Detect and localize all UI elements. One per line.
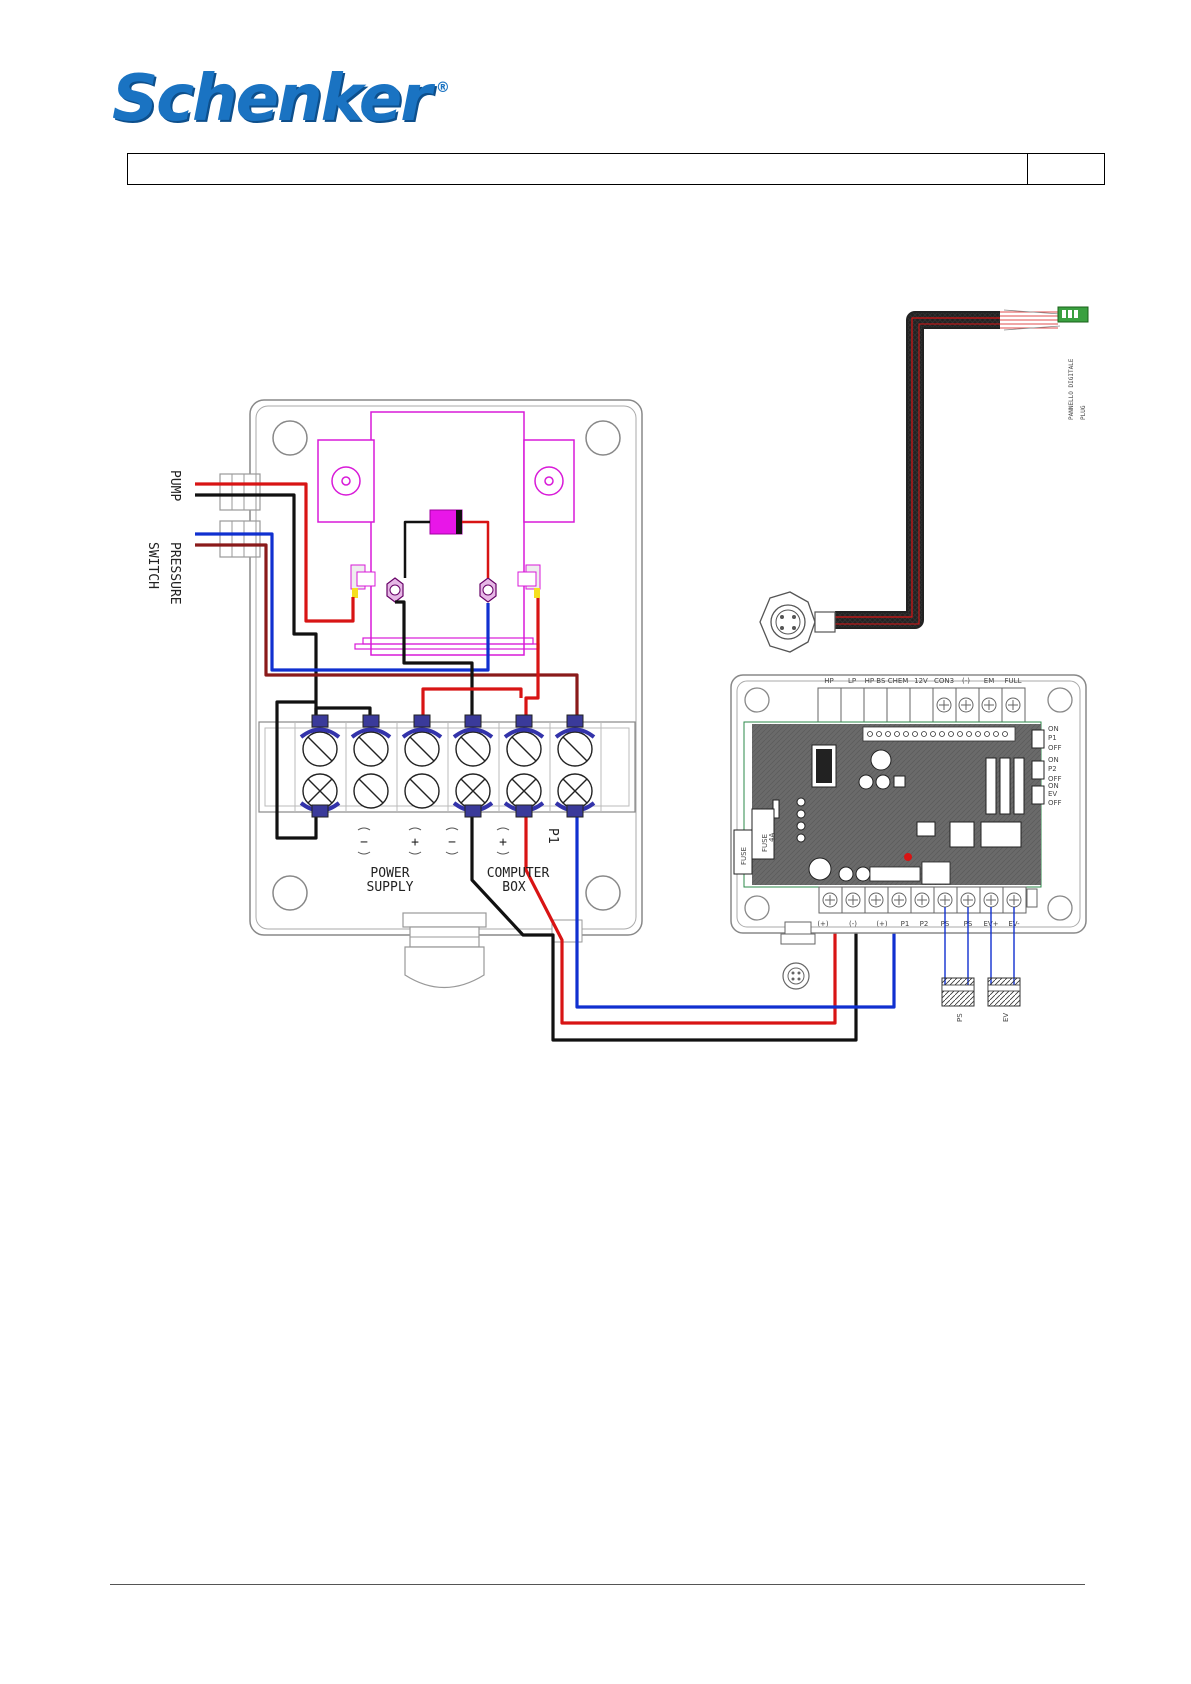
board-top-terminals	[818, 688, 1025, 722]
label-switch: SWITCH	[145, 542, 160, 589]
label-p1: P1	[545, 828, 560, 844]
label-minus-2: −	[448, 835, 456, 850]
svg-text:OFF: OFF	[1048, 799, 1062, 807]
coil-terminal-right	[480, 578, 496, 602]
coil-terminal-left	[387, 578, 403, 602]
svg-text:12V: 12V	[914, 677, 928, 685]
label-fuse-rating: 4A	[768, 833, 776, 842]
label-computer: COMPUTER	[487, 866, 550, 881]
label-power: POWER	[370, 866, 409, 881]
round-connector	[760, 592, 835, 652]
cable-gland-pressure-switch	[220, 521, 260, 557]
label-panel: PANNELLO DIGITALE	[1068, 358, 1075, 420]
svg-text:P2: P2	[920, 920, 929, 928]
board-top-labels: HP LP HP BS CHEM 12V CON3 (-) EM FULL	[824, 677, 1021, 685]
computer-box: HP LP HP BS CHEM 12V CON3 (-) EM FULL	[731, 675, 1086, 1022]
svg-text:CON3: CON3	[934, 677, 954, 685]
svg-text:(-): (-)	[962, 677, 970, 685]
cable-gland-pump	[220, 474, 260, 510]
svg-text:LP: LP	[848, 677, 856, 685]
label-ps: PS	[956, 1013, 964, 1022]
label-supply: SUPPLY	[367, 880, 414, 895]
svg-text:CHEM: CHEM	[888, 677, 909, 685]
label-pump: PUMP	[167, 470, 182, 501]
svg-text:FULL: FULL	[1005, 677, 1022, 685]
svg-text:ON: ON	[1048, 725, 1059, 733]
board-connector-bottom	[781, 922, 815, 989]
label-box: BOX	[502, 880, 526, 895]
svg-text:P1: P1	[901, 920, 910, 928]
svg-text:OFF: OFF	[1048, 744, 1062, 752]
footer-rule	[110, 1584, 1085, 1585]
svg-text:P2: P2	[1048, 765, 1057, 773]
panel-cable: PANNELLO DIGITALE PLUG	[760, 307, 1088, 652]
svg-text:(+): (+)	[876, 920, 888, 928]
svg-text:EV: EV	[1048, 790, 1057, 798]
ev-block: EV	[988, 978, 1020, 1022]
board-bottom-terminals	[819, 887, 1026, 913]
svg-text:ON: ON	[1048, 782, 1059, 790]
svg-text:(+): (+)	[817, 920, 829, 928]
label-ev: EV	[1002, 1013, 1010, 1022]
label-fuse-2: FUSE	[740, 847, 748, 865]
label-pressure: PRESSURE	[167, 542, 182, 605]
svg-text:(-): (-)	[849, 920, 857, 928]
label-plus-2: +	[499, 835, 507, 850]
svg-text:EM: EM	[984, 677, 994, 685]
label-minus-1: −	[360, 835, 368, 850]
label-plug: PLUG	[1080, 405, 1087, 420]
svg-text:HP BS: HP BS	[865, 677, 886, 685]
svg-text:HP: HP	[824, 677, 834, 685]
pcb: FUSE 4A FUSE	[734, 722, 1041, 887]
label-plus-1: +	[411, 835, 419, 850]
ps-block: PS	[942, 978, 974, 1022]
svg-text:P1: P1	[1048, 734, 1057, 742]
svg-text:ON: ON	[1048, 756, 1059, 764]
